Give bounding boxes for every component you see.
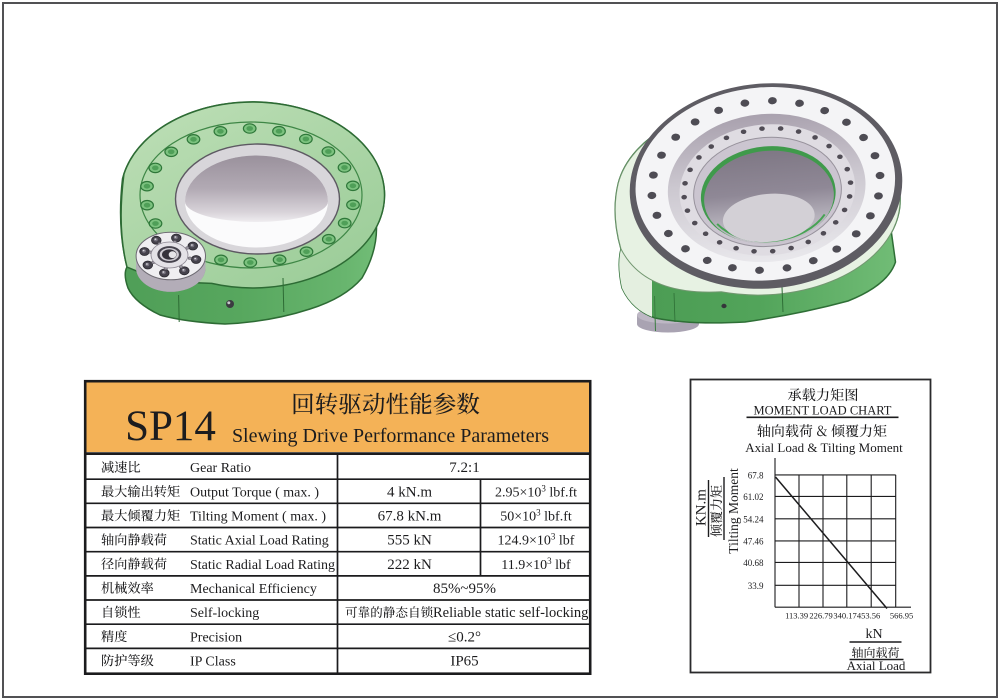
- svg-text:MOMENT LOAD CHART: MOMENT LOAD CHART: [754, 404, 892, 418]
- svg-text:40.68: 40.68: [743, 558, 764, 568]
- svg-text:Mechanical Efficiency: Mechanical Efficiency: [190, 582, 317, 597]
- svg-text:124.9×103 lbf: 124.9×103 lbf: [498, 532, 575, 549]
- svg-text:Axial Load & Tilting Moment: Axial Load & Tilting Moment: [745, 440, 903, 455]
- svg-text:Slewing Drive Performance Para: Slewing Drive Performance Parameters: [232, 425, 549, 447]
- svg-text:61.02: 61.02: [743, 492, 763, 502]
- svg-text:IP Class: IP Class: [190, 654, 236, 669]
- svg-text:Static Radial Load Rating: Static Radial Load Rating: [190, 558, 335, 573]
- svg-text:IP65: IP65: [450, 653, 478, 669]
- svg-text:453.56: 453.56: [857, 611, 880, 621]
- svg-text:85%~95%: 85%~95%: [433, 581, 496, 597]
- svg-text:47.46: 47.46: [743, 536, 764, 546]
- svg-text:54.24: 54.24: [743, 514, 764, 524]
- svg-text:67.8 kN.m: 67.8 kN.m: [378, 508, 442, 524]
- svg-text:kN: kN: [865, 627, 882, 642]
- svg-text:Gear Ratio: Gear Ratio: [190, 461, 251, 476]
- svg-text:33.9: 33.9: [748, 581, 764, 591]
- svg-text:67.8: 67.8: [748, 470, 764, 480]
- svg-text:Tilting Moment: Tilting Moment: [726, 468, 741, 554]
- svg-text:≤0.2°: ≤0.2°: [448, 629, 481, 645]
- svg-text:Self-locking: Self-locking: [190, 606, 259, 621]
- svg-text:Static Axial Load Rating: Static Axial Load Rating: [190, 534, 329, 549]
- svg-text:Output Torque ( max. ): Output Torque ( max. ): [190, 485, 319, 500]
- svg-text:Axial Load: Axial Load: [847, 658, 906, 673]
- svg-text:340.17: 340.17: [833, 611, 856, 621]
- svg-text:113.39: 113.39: [785, 611, 808, 621]
- svg-text:7.2:1: 7.2:1: [449, 460, 479, 476]
- svg-text:Precision: Precision: [190, 630, 242, 645]
- svg-text:Reliable static self-locking: Reliable static self-locking: [433, 605, 588, 621]
- svg-text:2.95×103 lbf.ft: 2.95×103 lbf.ft: [495, 483, 577, 500]
- svg-text:566.95: 566.95: [890, 611, 913, 621]
- svg-text:50×103 lbf.ft: 50×103 lbf.ft: [500, 507, 572, 524]
- svg-text:555 kN: 555 kN: [387, 533, 432, 549]
- svg-text:KN.m: KN.m: [694, 489, 710, 526]
- svg-text:SP14: SP14: [125, 403, 216, 450]
- svg-text:222 kN: 222 kN: [387, 557, 432, 573]
- svg-text:11.9×103 lbf: 11.9×103 lbf: [501, 556, 571, 573]
- svg-text:226.79: 226.79: [809, 611, 832, 621]
- svg-text:Tilting Moment ( max. ): Tilting Moment ( max. ): [190, 509, 326, 524]
- svg-text:4 kN.m: 4 kN.m: [387, 484, 432, 500]
